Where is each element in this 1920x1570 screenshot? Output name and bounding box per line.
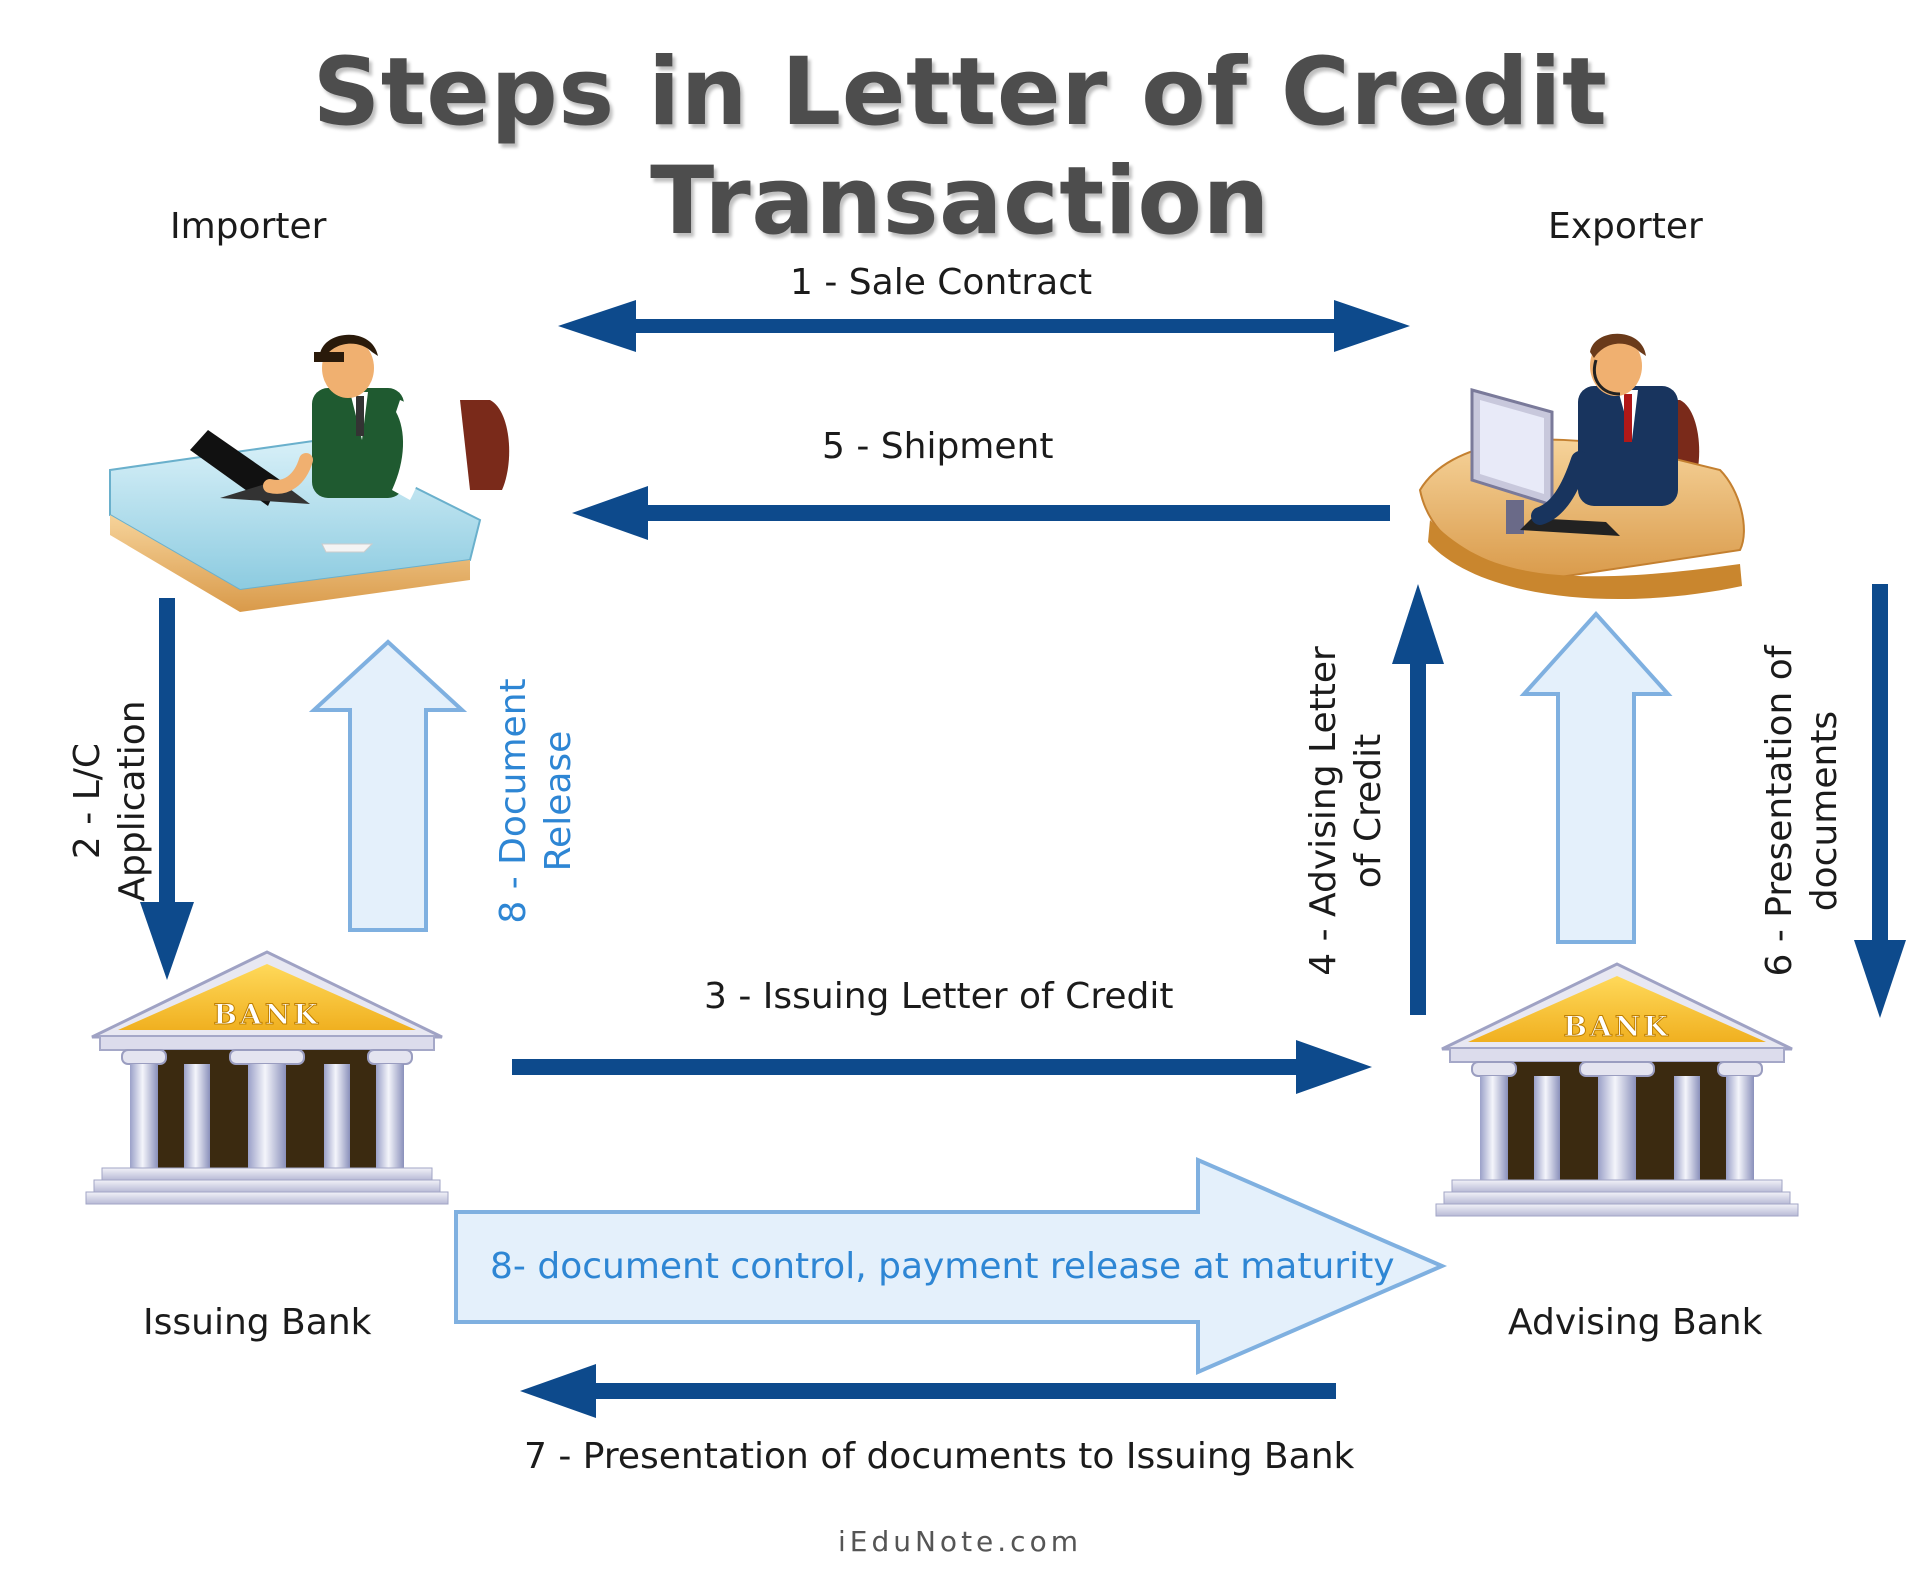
step-2-line-2: Application xyxy=(112,700,153,902)
arrow-issuing-letter xyxy=(512,1040,1372,1094)
step-2-line-1: 2 - L/C xyxy=(67,742,108,860)
exporter-illustration xyxy=(1418,333,1745,600)
advising-bank-sign: BANK xyxy=(1563,1010,1670,1043)
arrow-document-release xyxy=(308,639,468,932)
step-7-label: 7 - Presentation of documents to Issuing… xyxy=(524,1436,1355,1477)
issuing-bank-sign: BANK xyxy=(213,998,320,1031)
advising-bank-illustration: BANK xyxy=(1434,962,1800,1218)
step-8-release-label: 8 - Document Release xyxy=(491,671,581,931)
issuing-bank-illustration: BANK xyxy=(84,950,450,1206)
issuing-bank-label: Issuing Bank xyxy=(143,1302,372,1343)
arrow-shipment xyxy=(572,486,1390,540)
step-8-release-line-1: 8 - Document xyxy=(493,678,534,924)
arrow-presentation-issuing-bank xyxy=(520,1364,1336,1418)
step-6-line-1: 6 - Presentation of xyxy=(1759,645,1800,977)
page-title: Steps in Letter of Credit Transaction xyxy=(312,38,1608,256)
arrow-lc-application xyxy=(140,598,194,980)
arrow-presentation-documents xyxy=(1854,584,1906,1018)
exporter-label: Exporter xyxy=(1548,206,1703,247)
arrow-advising-letter xyxy=(1392,584,1444,1015)
step-5-label: 5 - Shipment xyxy=(822,426,1054,467)
arrow-sale-contract xyxy=(558,300,1410,352)
step-8-control-label: 8- document control, payment release at … xyxy=(490,1246,1395,1287)
importer-illustration xyxy=(109,334,510,612)
step-3-label: 3 - Issuing Letter of Credit xyxy=(704,976,1174,1017)
step-4-label: 4 - Advising Letter of Credit xyxy=(1301,641,1391,981)
footer-credit: iEduNote.com xyxy=(838,1525,1082,1558)
arrow-exporter-receipt xyxy=(1519,611,1673,944)
step-2-label: 2 - L/C Application xyxy=(65,671,155,931)
step-1-label: 1 - Sale Contract xyxy=(790,262,1093,303)
step-8-release-line-2: Release xyxy=(538,730,579,872)
advising-bank-label: Advising Bank xyxy=(1508,1302,1763,1343)
step-4-line-1: 4 - Advising Letter xyxy=(1303,646,1344,976)
arrow-document-control xyxy=(454,1156,1448,1376)
step-6-line-2: documents xyxy=(1804,710,1845,912)
step-4-line-2: of Credit xyxy=(1348,733,1389,889)
importer-label: Importer xyxy=(170,206,327,247)
step-6-label: 6 - Presentation of documents xyxy=(1757,641,1847,981)
